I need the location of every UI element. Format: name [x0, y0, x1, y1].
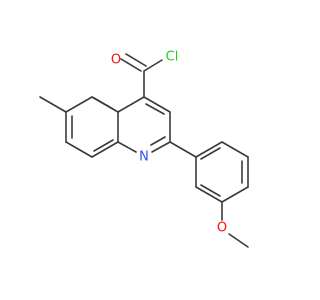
- bond-carbonyl-double-a: [120, 58, 142, 72]
- bond-c2-phenyl: [169, 141, 197, 158]
- bond-ph5-ph6-inner: [200, 184, 221, 197]
- bond-c2-n-inner: [150, 136, 166, 146]
- bond-ph5-ph6: [195, 186, 223, 203]
- bond-ph2-ph3: [221, 141, 249, 158]
- bond-c2-n: [151, 141, 171, 153]
- bond-c8-c8a-inner: [93, 139, 114, 152]
- bond-c5-c6: [65, 96, 93, 113]
- bond-ph1-ph2-inner: [200, 147, 221, 160]
- bond-c4-c3-inner: [145, 103, 165, 115]
- bond-ph4-ph5: [221, 186, 249, 203]
- bond-n-c8a: [117, 141, 137, 153]
- bond-ph1-ph2: [195, 141, 223, 158]
- atom-labels: O Cl N O: [111, 50, 227, 236]
- bond-c4-c3: [143, 96, 171, 113]
- ether-oxygen-label: O: [217, 221, 227, 236]
- bond-c8-c8a: [91, 141, 119, 158]
- bond-lines: [39, 53, 249, 248]
- bond-carbonyl-double-b: [125, 53, 147, 67]
- chlorine-label: Cl: [166, 50, 179, 65]
- bond-c4a-c5-inner: [93, 97, 114, 110]
- bond-c4-c4a: [117, 96, 145, 113]
- bond-c7-c8: [65, 141, 93, 158]
- bond-oxygen-methyl: [228, 233, 249, 248]
- molecule-structure: O Cl N O: [39, 50, 249, 248]
- bond-c-cl: [143, 59, 163, 72]
- carbonyl-oxygen-label: O: [111, 53, 121, 68]
- ring-nitrogen-label: N: [139, 150, 149, 165]
- bond-c6-methyl: [39, 96, 67, 113]
